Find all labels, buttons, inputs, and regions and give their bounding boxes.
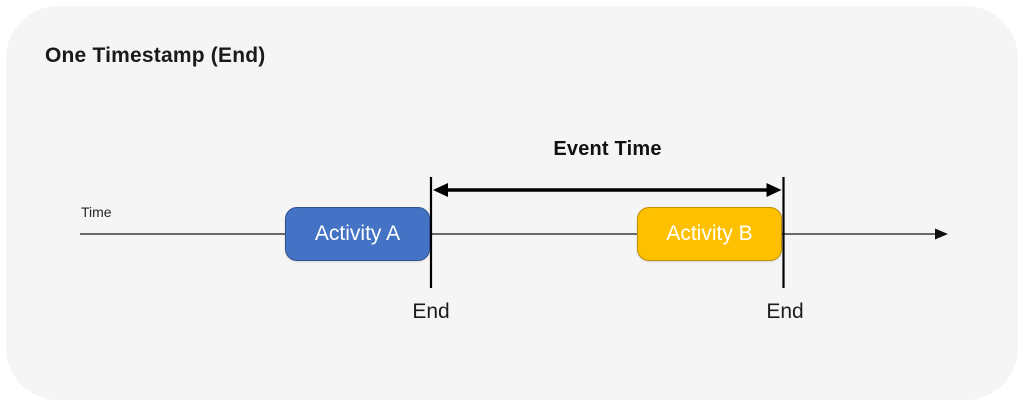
page-title: One Timestamp (End) [45, 44, 266, 67]
end-marker-label-b: End [766, 300, 804, 323]
activity-a-label: Activity A [314, 222, 401, 245]
time-axis-label: Time [81, 204, 112, 220]
activity-b-box: Activity B [637, 207, 782, 261]
activity-b-label: Activity B [666, 222, 753, 245]
event-time-arrowhead-right-icon [766, 183, 782, 197]
event-time-label: Event Time [553, 138, 662, 160]
event-time-arrowhead-left-icon [433, 183, 448, 197]
timeline-arrowhead-icon [935, 228, 948, 240]
background-panel [6, 6, 1018, 400]
activity-a-box: Activity A [285, 207, 430, 261]
end-marker-label-a: End [412, 300, 450, 323]
